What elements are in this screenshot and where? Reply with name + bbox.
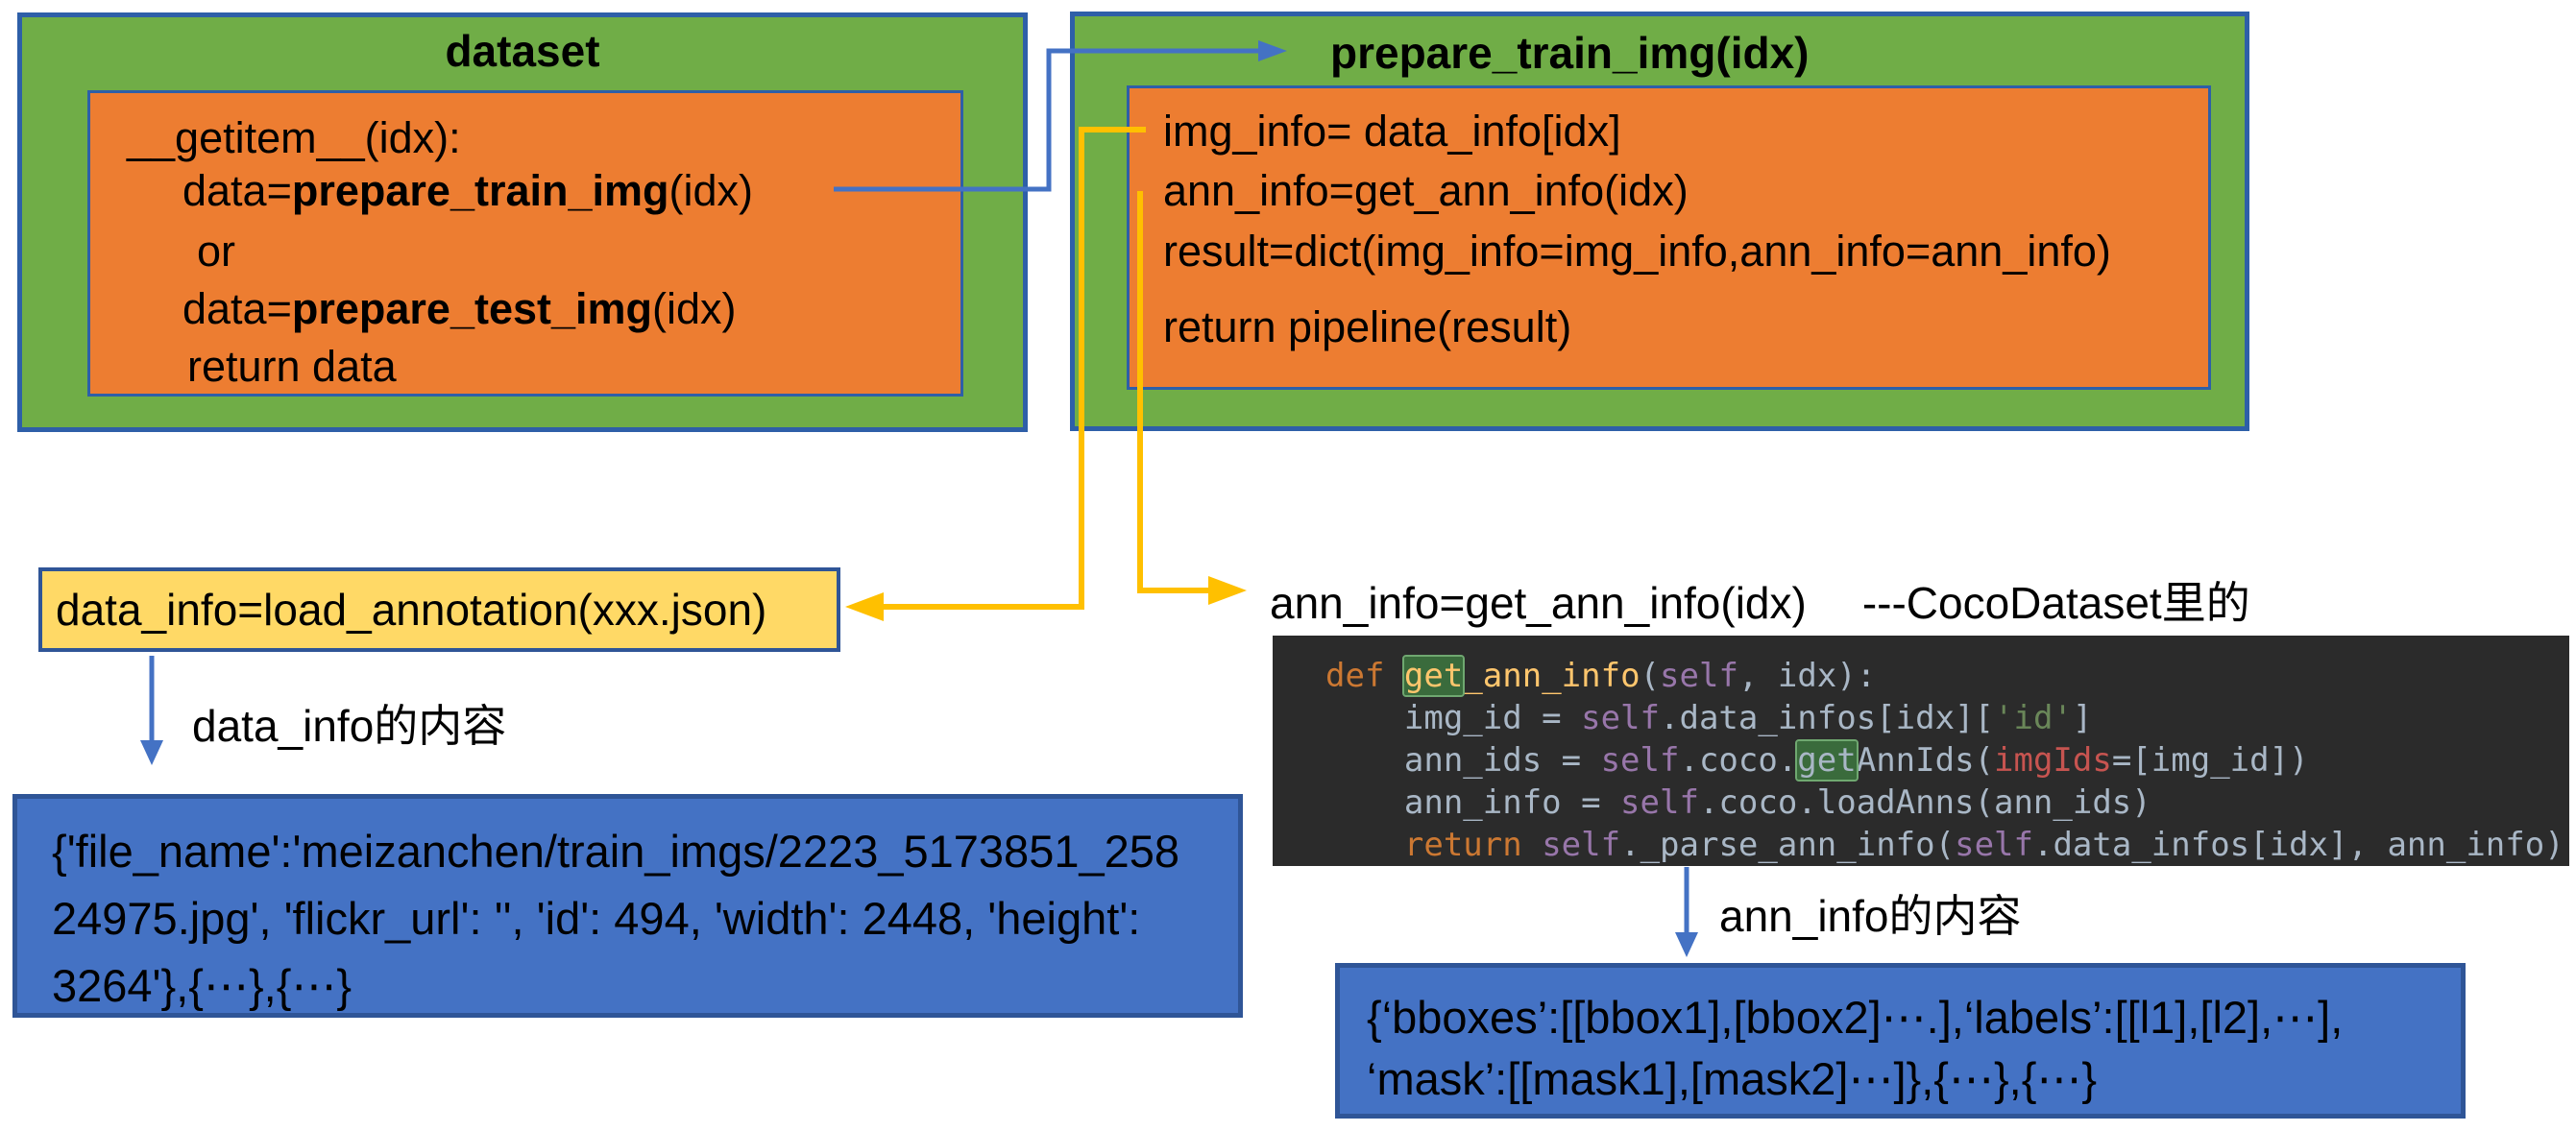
- test-call-post: (idx): [652, 284, 737, 333]
- test-call-pre: data=: [182, 284, 292, 333]
- code-token: self: [1620, 783, 1699, 822]
- code-token: img_id =: [1325, 699, 1582, 737]
- code-token: _ann_info: [1463, 657, 1640, 695]
- code-token: , idx):: [1738, 657, 1877, 695]
- code-token: self: [1542, 826, 1621, 864]
- code-token: 'id': [1994, 699, 2073, 737]
- prepare-train-call-line: data=prepare_train_img(idx): [182, 166, 753, 216]
- code-line: ann_ids = self.coco.getAnnIds(imgIds=[im…: [1325, 739, 2569, 782]
- code-line: return self._parse_ann_info(self.data_in…: [1325, 824, 2569, 866]
- return-data-line: return data: [187, 342, 397, 391]
- code-line: def get_ann_info(self, idx):: [1325, 655, 2569, 697]
- code-token: def: [1325, 657, 1404, 695]
- code-token: [1325, 826, 1404, 864]
- code-token: ._parse_ann_info(: [1620, 826, 1956, 864]
- train-call-fn: prepare_train_img: [291, 166, 669, 215]
- get-ann-info-code-snippet: def get_ann_info(self, idx): img_id = se…: [1273, 636, 2569, 866]
- code-token: ann_ids =: [1325, 741, 1601, 780]
- code-token: ann_info =: [1325, 783, 1621, 822]
- data-info-content-line3: 3264'},{⋯},{⋯}: [52, 960, 352, 1011]
- prepare-train-code-box: [1127, 85, 2211, 390]
- train-call-post: (idx): [668, 166, 754, 215]
- ann-info-content-line2: ‘mask’:[[mask1],[mask2]⋯]},{⋯},{⋯}: [1367, 1053, 2098, 1104]
- data-info-load-annotation-box: data_info=load_annotation(xxx.json): [38, 567, 840, 652]
- code-token: =[img_id]): [2111, 741, 2309, 780]
- code-token: ]: [2072, 699, 2093, 737]
- ann-info-heading: ann_info=get_ann_info(idx) ---CocoDataset…: [1270, 568, 2250, 632]
- ann-info-heading-note: ---CocoDataset里的: [1861, 578, 2250, 628]
- code-token: return: [1403, 826, 1522, 864]
- data-info-content-line2: 24975.jpg', 'flickr_url': '', 'id': 494,…: [52, 893, 1141, 944]
- code-token: .data_infos[idx], ann_info): [2032, 826, 2564, 864]
- train-call-pre: data=: [182, 166, 292, 215]
- code-token: self: [1955, 826, 2033, 864]
- return-pipeline-line: return pipeline(result): [1163, 302, 1572, 351]
- ann-info-content-label: ann_info的内容: [1719, 891, 2022, 941]
- code-token: .coco.: [1679, 741, 1798, 780]
- code-token: self: [1600, 741, 1680, 780]
- code-token: self: [1581, 699, 1660, 737]
- code-token: self: [1660, 657, 1738, 695]
- test-call-fn: prepare_test_img: [291, 284, 653, 333]
- getitem-signature-line: __getitem__(idx):: [127, 113, 461, 162]
- code-token: .coco.loadAnns(ann_ids): [1698, 783, 2151, 822]
- dataset-group-title: dataset: [445, 26, 600, 76]
- result-dict-line: result=dict(img_info=img_info,ann_info=a…: [1163, 227, 2111, 276]
- data-info-content-label: data_info的内容: [192, 701, 507, 751]
- getitem-code-box: [87, 90, 963, 397]
- prepare-test-call-line: data=prepare_test_img(idx): [182, 284, 737, 334]
- img-info-line: img_info= data_info[idx]: [1163, 107, 1621, 156]
- code-token: get: [1795, 739, 1859, 782]
- data-info-load-annotation-text: data_info=load_annotation(xxx.json): [56, 585, 767, 635]
- code-token: imgIds: [1994, 741, 2112, 780]
- code-token: (: [1640, 657, 1661, 695]
- code-line: img_id = self.data_infos[idx]['id']: [1325, 697, 2569, 739]
- code-token: .data_infos[idx][: [1660, 699, 1994, 737]
- code-token: [1522, 826, 1542, 864]
- ann-info-line: ann_info=get_ann_info(idx): [1163, 166, 1689, 215]
- code-token: get: [1401, 655, 1466, 697]
- prepare-train-group-title: prepare_train_img(idx): [1330, 28, 1810, 78]
- ann-info-content-line1: {‘bboxes’:[[bbox1],[bbox2]⋯.],‘labels’:[…: [1367, 992, 2344, 1043]
- data-info-content-line1: {'file_name':'meizanchen/train_imgs/2223…: [52, 826, 1180, 877]
- ann-info-heading-code: ann_info=get_ann_info(idx): [1270, 578, 1807, 628]
- data-info-content-box: {'file_name':'meizanchen/train_imgs/2223…: [12, 794, 1243, 1018]
- code-token: AnnIds(: [1856, 741, 1995, 780]
- ann-info-content-box: {‘bboxes’:[[bbox1],[bbox2]⋯.],‘labels’:[…: [1335, 963, 2466, 1119]
- code-line: ann_info = self.coco.loadAnns(ann_ids): [1325, 782, 2569, 824]
- or-line: or: [197, 227, 236, 276]
